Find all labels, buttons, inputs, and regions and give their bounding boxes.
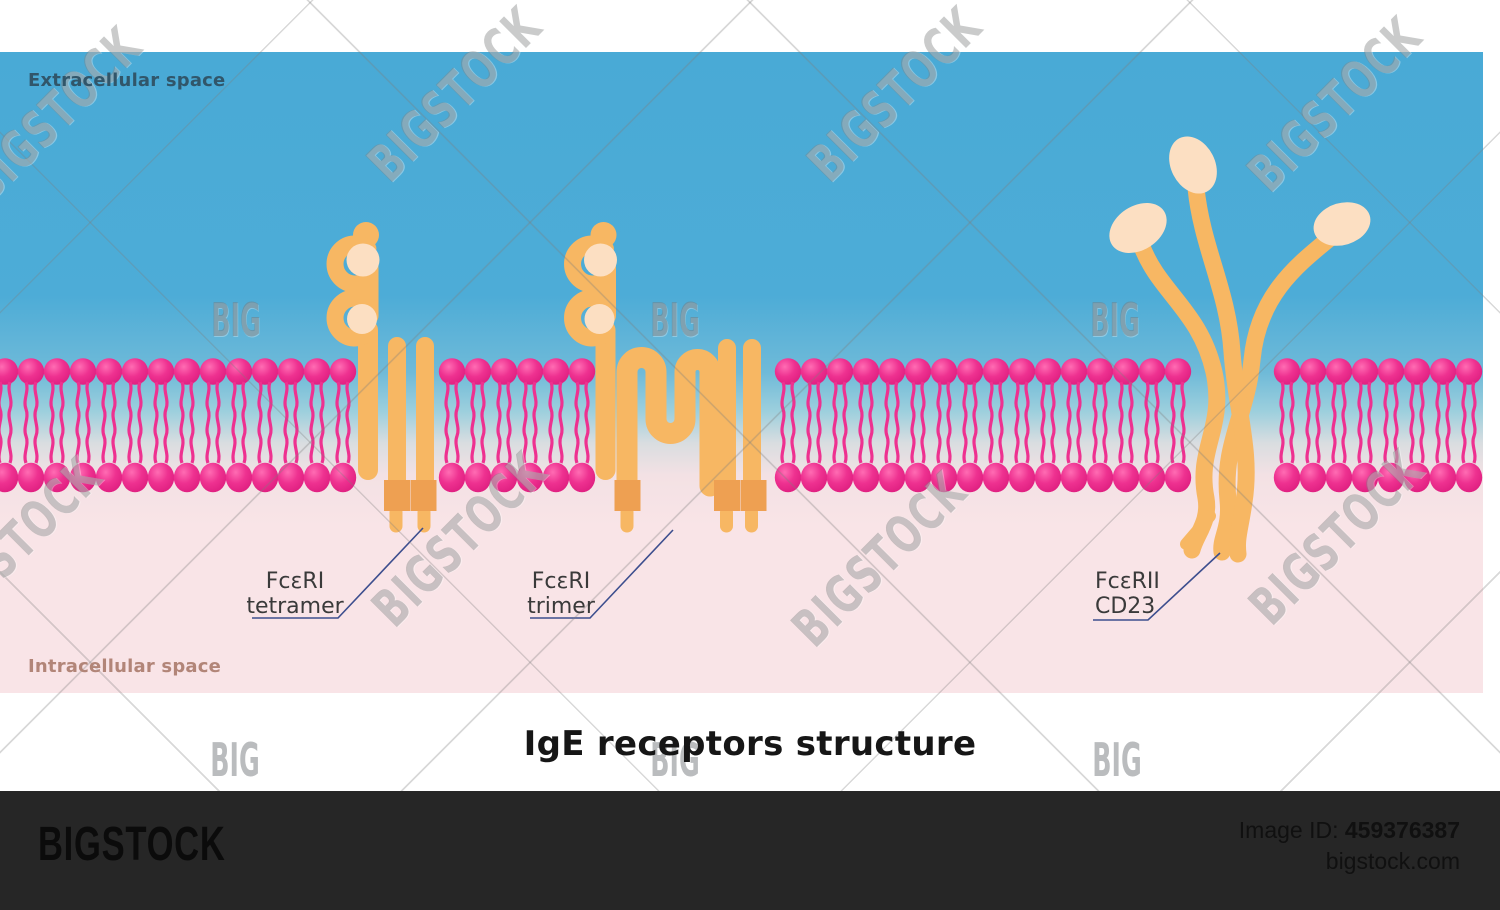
- fceri-trimer-receptor: [564, 222, 767, 533]
- bigstock-logo: BIGSTOCK: [38, 818, 226, 871]
- extracellular-space-label: Extracellular space: [28, 70, 226, 91]
- footer-bar: BIGSTOCK Image ID: 459376387 bigstock.co…: [0, 791, 1500, 910]
- receptor-label-cd23: FcεRII CD23: [1095, 569, 1245, 619]
- right-margin: [1483, 0, 1500, 791]
- receptor-label-cd23-line2: CD23: [1095, 594, 1156, 619]
- fceri-tetramer-receptor: [326, 222, 437, 533]
- image-id-label: Image ID:: [1238, 817, 1339, 843]
- image-id-line: Image ID: 459376387: [1239, 815, 1460, 846]
- diagram-title: IgE receptors structure: [523, 724, 977, 764]
- receptor-label-tetramer-line2: tetramer: [246, 594, 344, 619]
- receptor-label-tetramer: FcεRI tetramer: [215, 569, 375, 619]
- receptor-label-tetramer-line1: FcεRI: [265, 569, 325, 594]
- fcerii-cd23-receptor: [1109, 136, 1371, 563]
- lipid-bilayer: [0, 358, 1483, 493]
- receptor-label-trimer: FcεRI trimer: [481, 569, 641, 619]
- image-id-value: 459376387: [1344, 817, 1460, 843]
- receptor-label-trimer-line2: trimer: [527, 594, 595, 619]
- label-pointer-lines: [252, 527, 1221, 621]
- receptor-label-trimer-line1: FcεRI: [531, 569, 591, 594]
- intracellular-space-label: Intracellular space: [28, 656, 222, 677]
- site-url: bigstock.com: [1325, 848, 1460, 874]
- receptor-label-cd23-line1: FcεRII: [1095, 569, 1160, 594]
